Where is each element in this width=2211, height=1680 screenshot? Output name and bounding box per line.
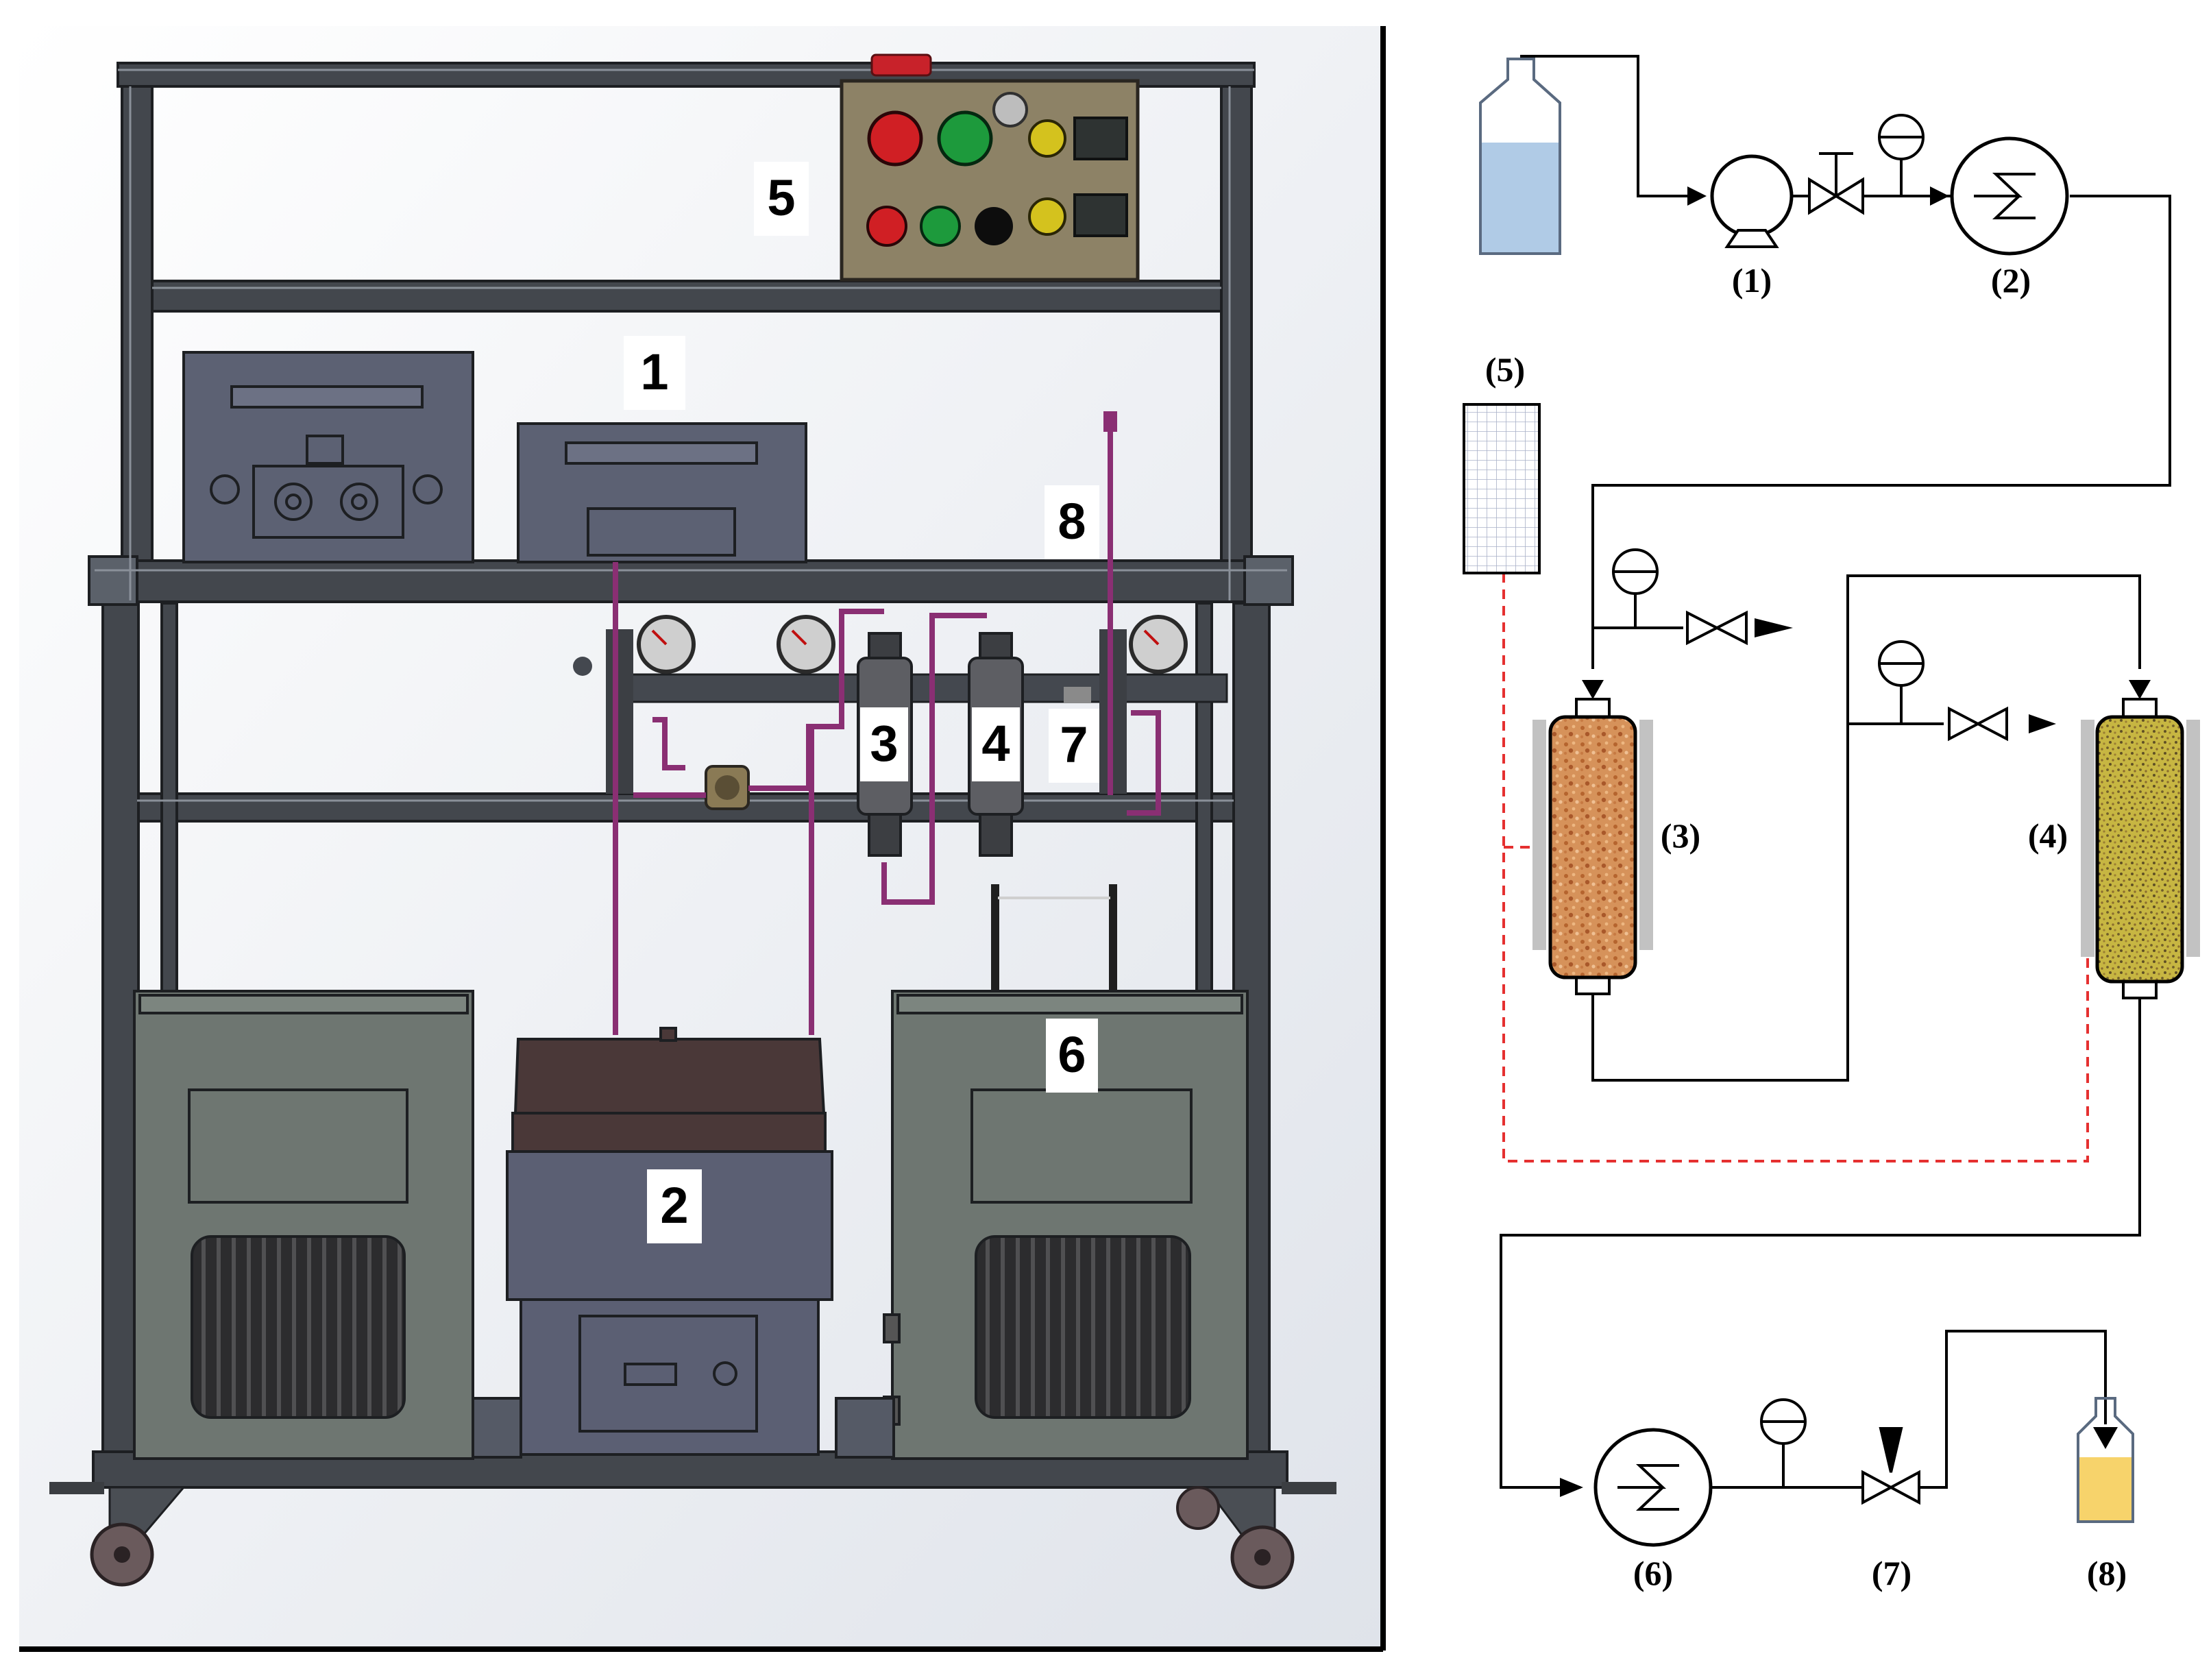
heat-exchanger-icon xyxy=(1593,1428,1713,1547)
caster-wheels xyxy=(49,1482,1336,1590)
chillers xyxy=(133,990,1249,1460)
label-6-chiller: 6 xyxy=(1058,1026,1086,1083)
frame-highlights xyxy=(95,69,1287,802)
pressure-gauge-icon xyxy=(1878,114,1925,160)
label-1-instrument: 1 xyxy=(640,343,668,400)
label-p6-cooler: (6) xyxy=(1633,1554,1673,1592)
pressure-gauge-icon xyxy=(1612,548,1659,595)
control-panel-box xyxy=(840,53,1140,282)
needle-valve-icon xyxy=(1686,610,1748,646)
flow-lines xyxy=(1500,55,2171,1489)
label-p1-pump: (1) xyxy=(1732,261,1772,300)
label-8-outlet: 8 xyxy=(1058,493,1086,550)
collection-bottle-icon xyxy=(2077,1397,2134,1523)
feed-bottle-icon xyxy=(1479,58,1561,255)
label-p5-controller: (5) xyxy=(1485,350,1525,389)
packed-column-icon xyxy=(1532,698,1653,995)
gauge-rail xyxy=(573,615,1228,810)
control-signal-line xyxy=(1502,573,2089,1162)
label-2-feed-heater: 2 xyxy=(660,1177,688,1234)
right-panel-schematic: (1) (2) (5) xyxy=(1463,55,2200,1592)
packed-column-icon xyxy=(2081,698,2200,999)
label-p2-preheater: (2) xyxy=(1991,261,2031,300)
drain-tubes xyxy=(991,884,1117,998)
left-number-labels: 1 2 3 4 5 6 7 8 xyxy=(624,162,1099,1243)
heat-exchanger-icon xyxy=(1950,136,2069,256)
back-pressure-valve-icon xyxy=(1861,1427,1920,1505)
label-p3-column: (3) xyxy=(1661,816,1700,855)
label-5-control-panel: 5 xyxy=(767,169,795,226)
vent-tube-top xyxy=(1103,411,1117,432)
aluminium-frame xyxy=(88,62,1294,1489)
left-panel-cad-rendering: 1 2 3 4 5 6 7 8 xyxy=(19,26,1386,1652)
needle-valve-icon xyxy=(1948,706,2008,742)
pump-icon xyxy=(1710,154,1794,248)
label-3-column: 3 xyxy=(870,715,898,772)
label-p8-collection: (8) xyxy=(2087,1554,2127,1592)
label-p4-column: (4) xyxy=(2028,816,2068,855)
pressure-gauge-icon xyxy=(1760,1398,1807,1445)
label-p7-back-pressure-valve: (7) xyxy=(1872,1554,1911,1592)
flow-arrow-icon xyxy=(1560,186,2151,1497)
tubing xyxy=(613,414,1161,1035)
label-4-column: 4 xyxy=(981,715,1010,772)
needle-valve-icon xyxy=(1808,152,1864,215)
controller-icon xyxy=(1463,403,1541,574)
pressure-gauge-icon xyxy=(1878,640,1925,687)
instrument-boxes xyxy=(182,351,807,563)
label-7-valve: 7 xyxy=(1060,716,1088,773)
